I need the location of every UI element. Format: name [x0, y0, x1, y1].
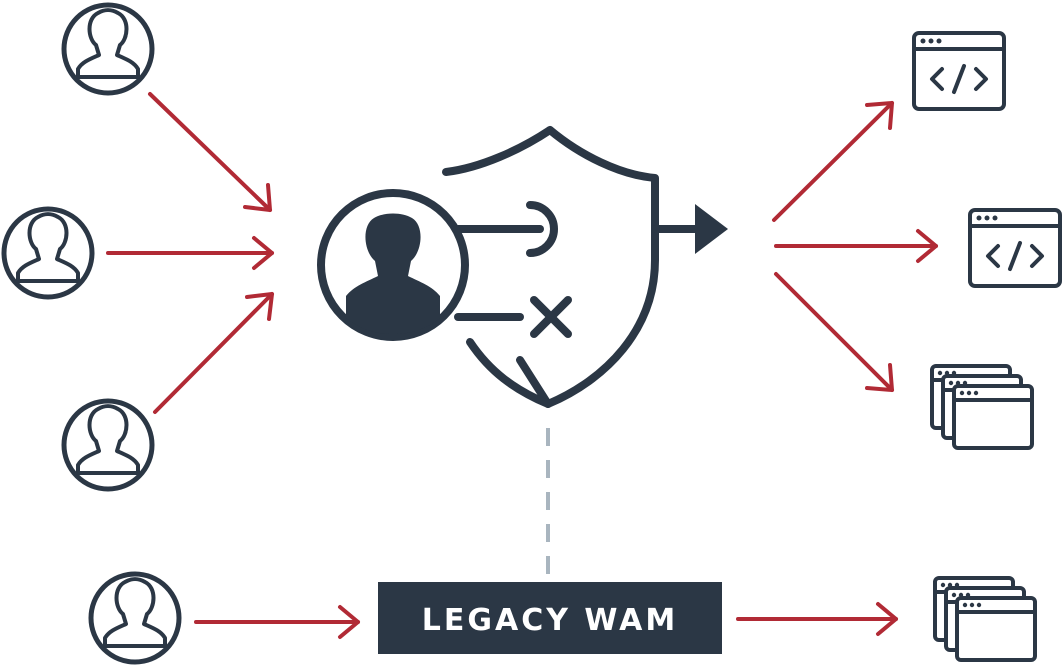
arrow-user1-to-shield: [148, 92, 272, 212]
legacy-wam-box: LEGACY WAM: [378, 582, 722, 654]
user-icon-middle-left: [4, 209, 92, 297]
user-icon-top-left: [64, 5, 152, 93]
user-icon-legacy: [91, 574, 179, 662]
left-arrows: [106, 92, 360, 639]
code-window-icon-top: [912, 31, 1006, 111]
arrow-user3-to-shield: [153, 292, 274, 414]
legacy-wam-label: LEGACY WAM: [422, 603, 678, 638]
stacked-windows-icon-right: [930, 364, 1034, 450]
code-window-icon-middle: [968, 208, 1062, 288]
user-icon-bottom-left: [64, 401, 152, 489]
shield-with-user-access-icon: [317, 126, 728, 408]
stacked-windows-icon-bottom-right: [933, 576, 1037, 662]
arrow-shield-to-app3: [774, 272, 894, 392]
right-arrows: [736, 101, 938, 636]
arrow-shield-to-app1: [772, 101, 894, 222]
